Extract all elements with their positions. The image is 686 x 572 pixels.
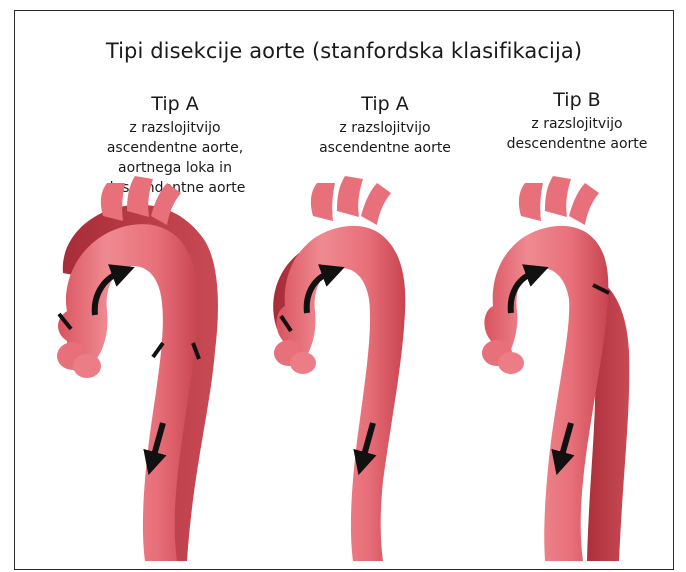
branch-artery <box>101 183 125 221</box>
aorta-vessel <box>276 226 405 561</box>
branch-artery <box>337 176 363 217</box>
branch-artery <box>311 183 335 221</box>
aorta-type-b-descending <box>482 176 629 561</box>
branch-artery <box>361 183 391 225</box>
aortic-root-bulb <box>73 354 101 378</box>
branch-artery <box>545 176 571 217</box>
aortic-root-bulb <box>290 352 316 374</box>
aorta-illustrations <box>15 11 675 571</box>
aortic-root-bulb <box>498 352 524 374</box>
figure-frame: Tipi disekcije aorte (stanfordska klasif… <box>14 10 674 570</box>
branch-artery <box>519 183 543 221</box>
branch-artery <box>569 183 599 225</box>
aorta-type-a-ascending <box>273 176 405 561</box>
aorta-type-a-extended <box>57 176 218 561</box>
